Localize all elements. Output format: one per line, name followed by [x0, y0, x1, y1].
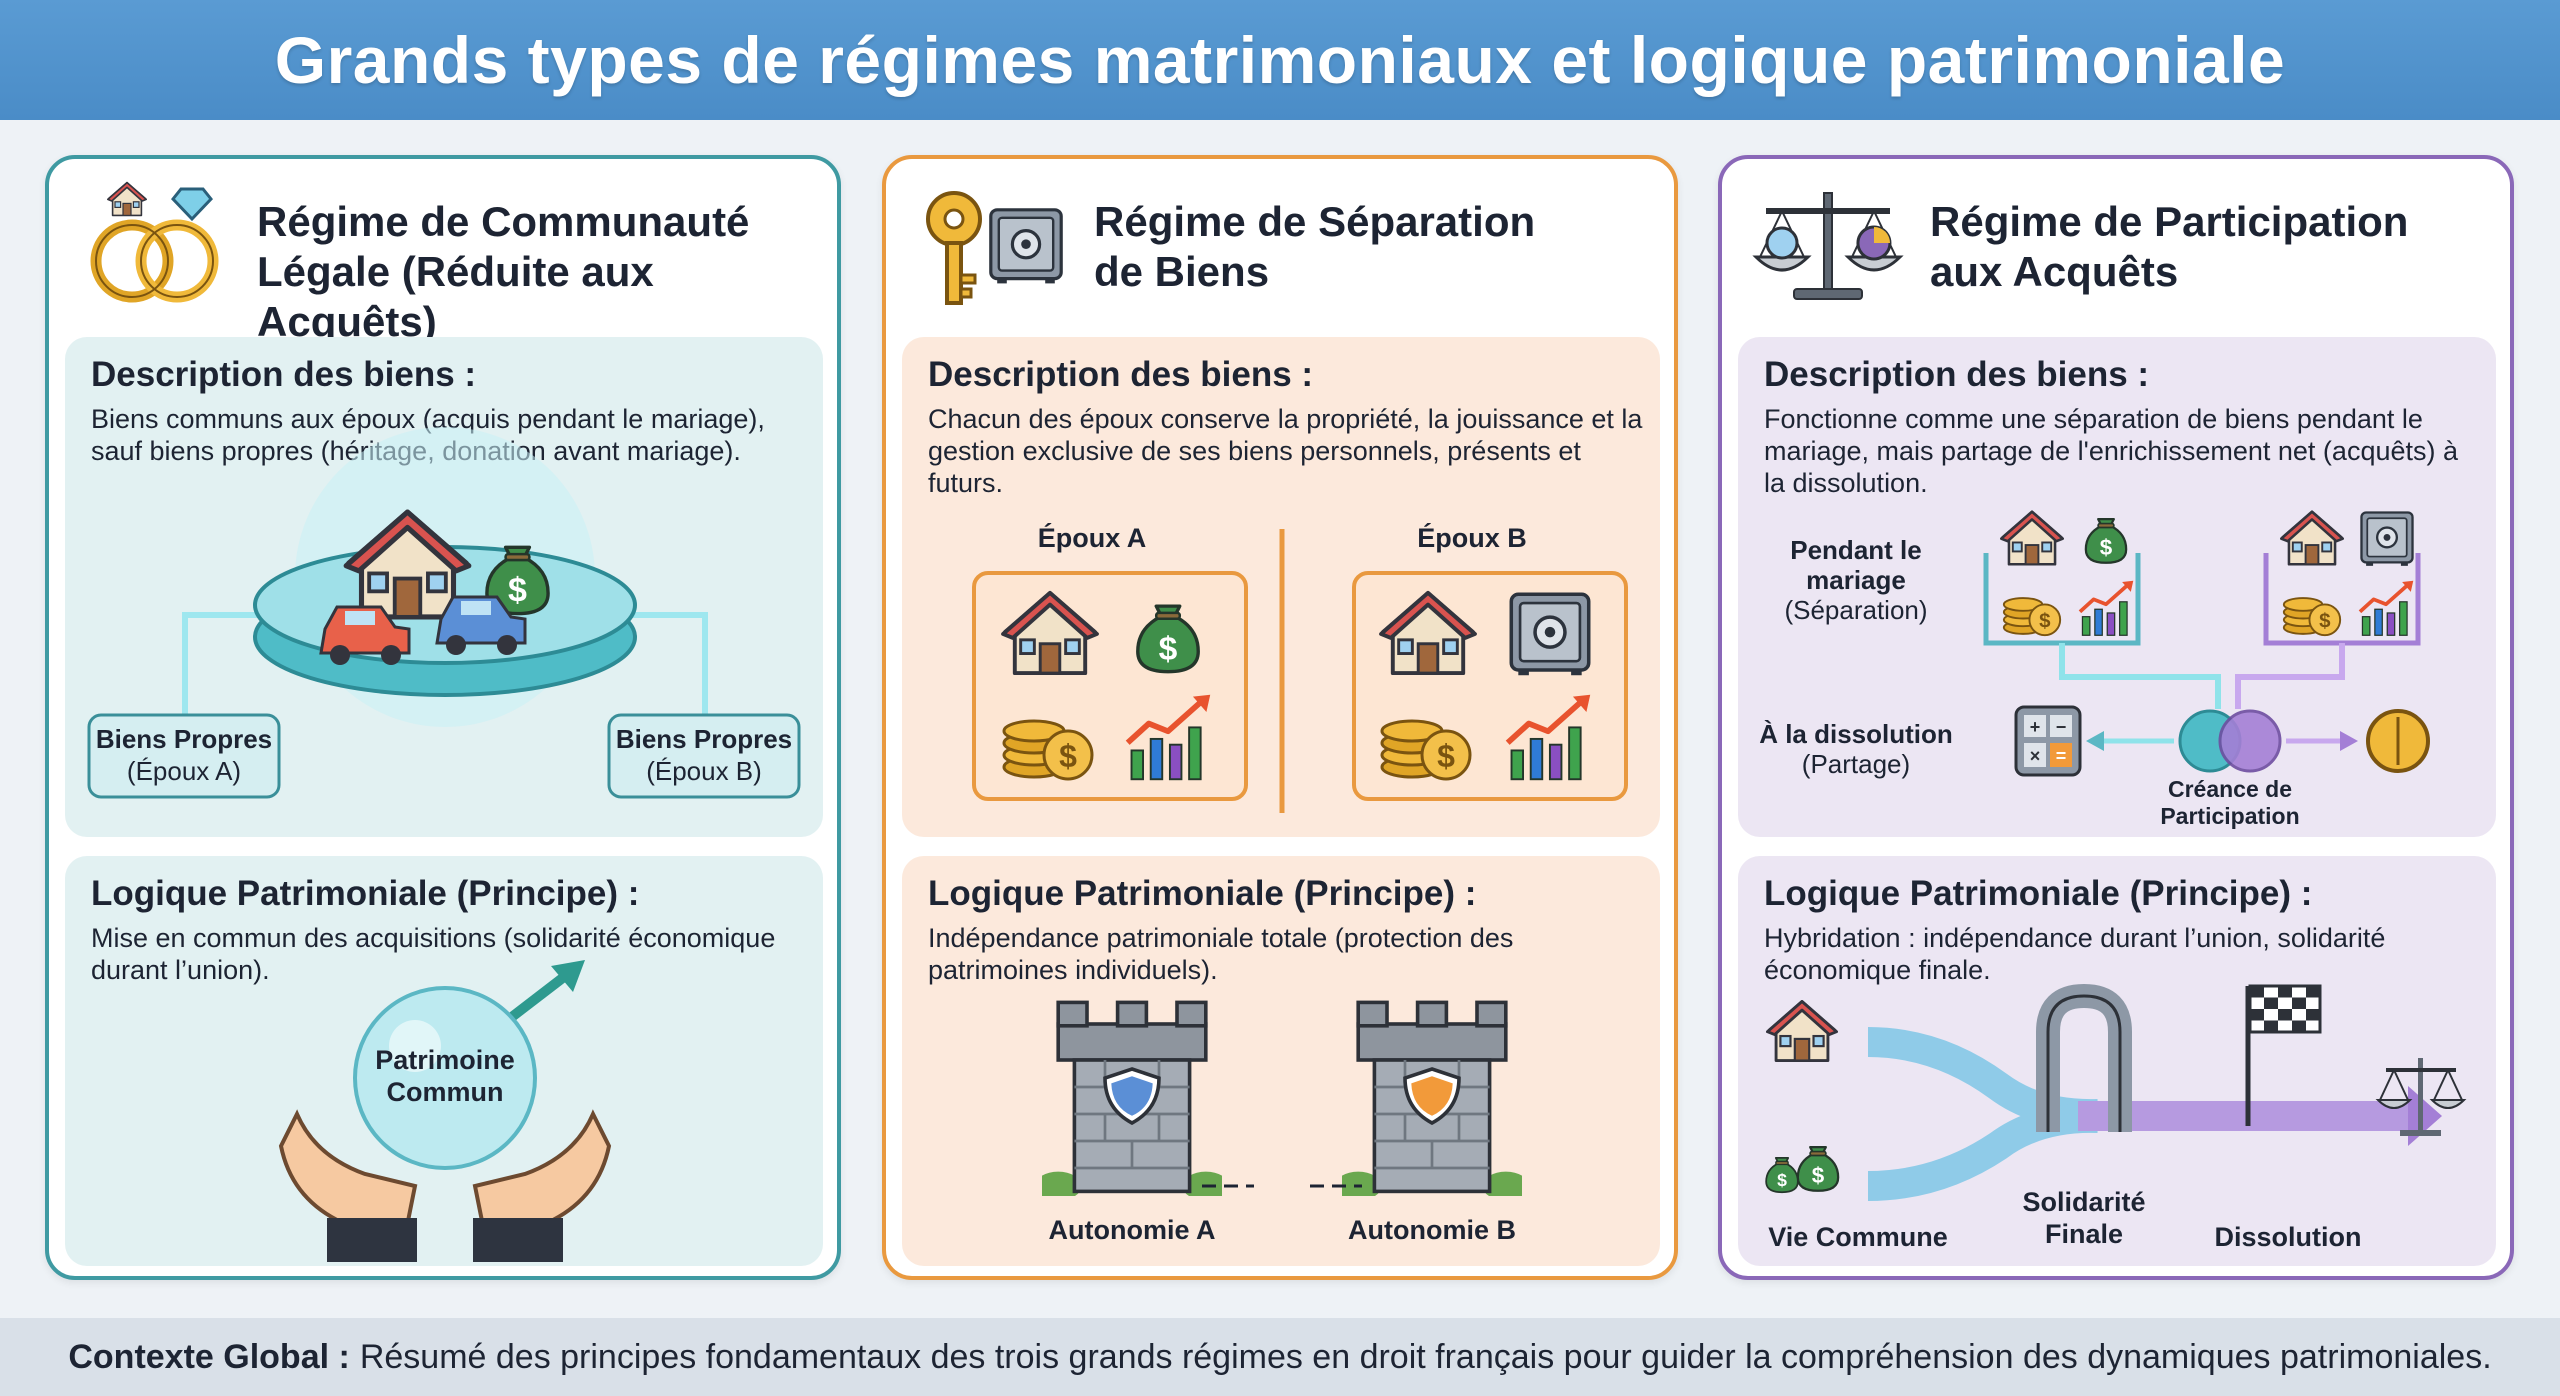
creance-circle-b: [2218, 709, 2282, 773]
logic-panel: Logique Patrimoniale (Principe) : Mise e…: [65, 856, 823, 1266]
description-text: Fonctionne comme une séparation de biens…: [1764, 404, 2458, 498]
car-icon: [319, 605, 411, 665]
description-panel: Description des biens : Fonctionne comme…: [1738, 337, 2496, 837]
column-participation: Régime de Participation aux Acquêts Desc…: [1718, 155, 2514, 1280]
logic-text: Mise en commun des acquisitions (solidar…: [91, 923, 776, 985]
spouse-b-label: Époux B: [1417, 522, 1527, 553]
stage-vie-commune: Vie Commune: [1768, 1222, 1948, 1252]
description-title: Description des biens :: [91, 355, 477, 394]
tower-a-icon: [1042, 1000, 1222, 1196]
biens-propres-b-box: [607, 713, 801, 799]
dissolution-label-1: À la dissolution: [1759, 719, 1953, 749]
logic-title: Logique Patrimoniale (Principe) :: [91, 874, 640, 913]
separation-illustration: Époux A Époux B: [972, 522, 1628, 813]
column-header: Régime de Participation aux Acquêts: [1722, 159, 2510, 329]
biens-propres-b-label: Biens Propres: [616, 724, 792, 754]
column-title-line1: Régime de Séparation: [1094, 198, 1536, 245]
dissolution-label-2: (Partage): [1802, 749, 1910, 779]
stage-dissolution: Dissolution: [2215, 1222, 2362, 1252]
merged-band: [2078, 1101, 2408, 1131]
column-title-line1: Régime de Participation: [1930, 198, 2409, 245]
coins-icon: [2282, 597, 2342, 637]
description-panel: Description des biens : Biens communs au…: [65, 337, 823, 837]
column-header: Régime de Communauté Légale (Réduite aux…: [49, 159, 837, 345]
column-title-line2: Légale (Réduite aux Acquêts): [257, 248, 654, 345]
house-icon: [1766, 1000, 1838, 1062]
svg-text:−: −: [2056, 717, 2067, 737]
flow-band-a: [1867, 1027, 2099, 1130]
column-communaute: Régime de Communauté Légale (Réduite aux…: [45, 155, 841, 1280]
spouse-a-label: Époux A: [1038, 522, 1147, 553]
hybrid-timeline-illustration: Vie Commune Solidarité Finale Dissolutio…: [1765, 983, 2467, 1252]
stage-solidarite-1: Solidarité: [2022, 1187, 2145, 1217]
flow-band-b: [1867, 1102, 2099, 1201]
title-bar: Grands types de régimes matrimoniaux et …: [0, 0, 2560, 120]
logic-panel: Logique Patrimoniale (Principe) : Indépe…: [902, 856, 1660, 1266]
footer-text: Résumé des principes fondamentaux des tr…: [359, 1337, 2492, 1376]
during-label-1: Pendant le: [1790, 535, 1921, 565]
footer-label: Contexte Global :: [68, 1337, 350, 1376]
during-label-2: mariage: [1806, 565, 1906, 595]
house-icon: [2280, 510, 2344, 566]
biens-propres-a-label: Biens Propres: [96, 724, 272, 754]
svg-text:×: ×: [2030, 746, 2041, 766]
creance-label-1: Créance de: [2168, 776, 2292, 802]
description-text: Chacun des époux conserve la propriété, …: [928, 404, 1643, 498]
biens-propres-a-box: [87, 713, 281, 799]
column-title: Régime de Participation aux Acquêts: [1930, 197, 2408, 297]
globe-label-1: Patrimoine: [375, 1045, 515, 1075]
column-title: Régime de Séparation de Biens: [1094, 197, 1535, 297]
column-separation: Régime de Séparation de Biens Descriptio…: [882, 155, 1678, 1280]
globe-label-2: Commun: [387, 1077, 504, 1107]
chart-icon: [2078, 578, 2136, 638]
biens-propres-a-owner: (Époux A): [127, 756, 241, 786]
safe-icon: [2360, 511, 2414, 567]
tower-b-icon: [1342, 1000, 1522, 1196]
key-safe-icon: [926, 191, 1069, 305]
column-title-line2: aux Acquêts: [1930, 248, 2179, 295]
money-bag-icon: [1765, 1156, 1799, 1194]
calculator-icon: + − × =: [2014, 705, 2082, 777]
house-icon: [2000, 510, 2064, 566]
coins-icon: [2002, 597, 2062, 637]
hands-icon: [278, 1109, 612, 1262]
money-bag-icon: [1796, 1145, 1840, 1193]
logic-title: Logique Patrimoniale (Principe) :: [928, 874, 1477, 913]
communaute-illustration: Biens Propres (Époux A) Biens Propres (É…: [87, 427, 801, 799]
balance-scale-icon: [1752, 192, 1904, 300]
logic-panel: Logique Patrimoniale (Principe) : Hybrid…: [1738, 856, 2496, 1266]
svg-text:=: =: [2056, 746, 2067, 766]
page-title: Grands types de régimes matrimoniaux et …: [274, 23, 2286, 97]
towers-illustration: Autonomie A Autonomie B: [1042, 1000, 1522, 1245]
car-icon: [435, 595, 527, 655]
biens-propres-b-owner: (Époux B): [646, 756, 762, 786]
svg-text:+: +: [2030, 717, 2041, 737]
patrimoine-commun-illustration: Patrimoine Commun: [278, 960, 612, 1262]
chart-icon: [2358, 578, 2416, 638]
rings-house-icon: [90, 181, 219, 303]
column-title-line1: Régime de Communauté: [257, 198, 750, 245]
creance-label-2: Participation: [2160, 803, 2299, 829]
participation-illustration: Pendant le mariage (Séparation) À la dis…: [1759, 510, 2430, 829]
balance-scale-icon: [2375, 1058, 2467, 1136]
finish-flag-icon: [2245, 984, 2322, 1126]
logic-text: Hybridation : indépendance durant l’unio…: [1764, 923, 2386, 985]
footer: Contexte Global : Résumé des principes f…: [0, 1318, 2560, 1396]
tower-b-label: Autonomie B: [1348, 1215, 1516, 1245]
tower-a-label: Autonomie A: [1049, 1215, 1216, 1245]
during-label-3: (Séparation): [1784, 595, 1927, 625]
description-title: Description des biens :: [928, 355, 1314, 394]
logic-text: Indépendance patrimoniale totale (protec…: [928, 923, 1514, 985]
column-header: Régime de Séparation de Biens: [886, 159, 1674, 329]
money-bag-icon: [2084, 517, 2128, 564]
column-title: Régime de Communauté Légale (Réduite aux…: [257, 197, 837, 347]
description-panel: Description des biens : Chacun des époux…: [902, 337, 1660, 837]
stage-solidarite-2: Finale: [2045, 1219, 2123, 1249]
flow-b: [2235, 643, 2345, 709]
description-title: Description des biens :: [1764, 355, 2150, 394]
flow-a: [2059, 643, 2221, 709]
column-title-line2: de Biens: [1094, 248, 1270, 295]
logic-title: Logique Patrimoniale (Principe) :: [1764, 874, 2313, 913]
safe-icon: [1509, 592, 1591, 677]
